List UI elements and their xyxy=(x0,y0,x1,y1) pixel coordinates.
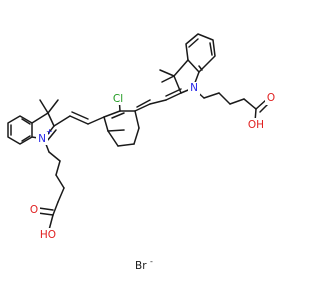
counter-ion-symbol: Br xyxy=(135,260,147,272)
atom-o-left-double: O xyxy=(30,204,38,216)
structure-canvas: N + N Cl O HO O OH Br - xyxy=(7,33,277,272)
counter-ion-charge: - xyxy=(150,257,153,266)
molecule-drawing: N + N Cl O HO O OH Br - xyxy=(7,33,277,272)
counter-ion: Br - xyxy=(135,257,153,272)
atom-n-left: N xyxy=(38,133,46,145)
atom-oh-right: OH xyxy=(248,119,264,131)
atom-o-right-double: O xyxy=(267,92,275,104)
atom-labels: N + N Cl O HO O OH xyxy=(28,82,277,241)
atom-n-left-charge: + xyxy=(46,127,53,136)
atom-n-right: N xyxy=(190,82,198,94)
atom-cl: Cl xyxy=(113,93,123,105)
atom-oh-left: HO xyxy=(40,229,56,241)
